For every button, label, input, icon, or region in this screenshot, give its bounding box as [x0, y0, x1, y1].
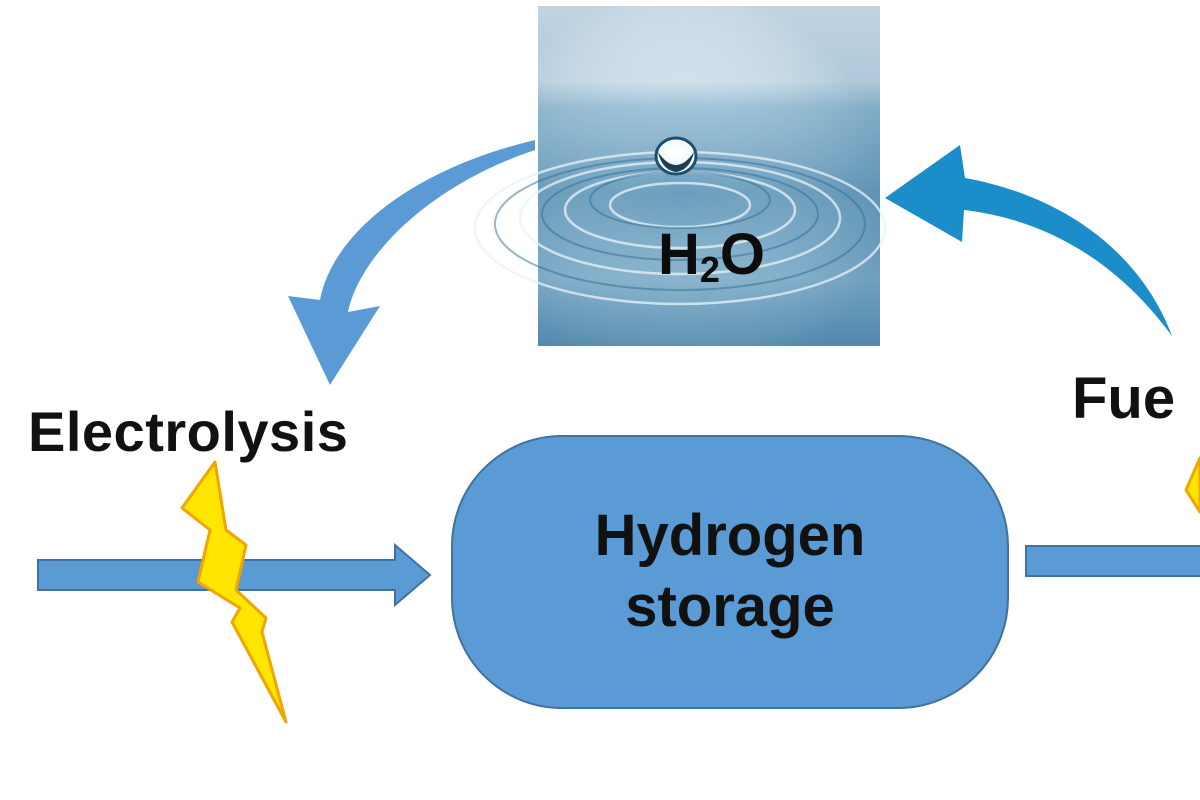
formula-h: H [658, 222, 700, 287]
output-block-arrow [1025, 545, 1200, 577]
hydrogen-storage-block [451, 435, 1009, 709]
hydrogen-storage-label: Hydrogen storage [452, 436, 1008, 708]
water-droplet-icon [654, 136, 698, 176]
lightning-bolt-icon-partial [1184, 456, 1200, 514]
curved-arrow-to-water [885, 145, 1172, 336]
lightning-bolt-icon [180, 460, 288, 724]
water-drop-image [473, 6, 887, 346]
electrolysis-label: Electrolysis [28, 400, 349, 463]
formula-subscript: 2 [699, 249, 720, 290]
fuel-cell-label: Fue [1072, 366, 1176, 431]
storage-line-1: Hydrogen [594, 503, 866, 569]
storage-line-2: storage [625, 574, 835, 639]
water-formula-label: H2O [658, 226, 765, 288]
formula-o: O [719, 222, 766, 287]
curved-arrow-to-electrolysis [288, 140, 535, 385]
